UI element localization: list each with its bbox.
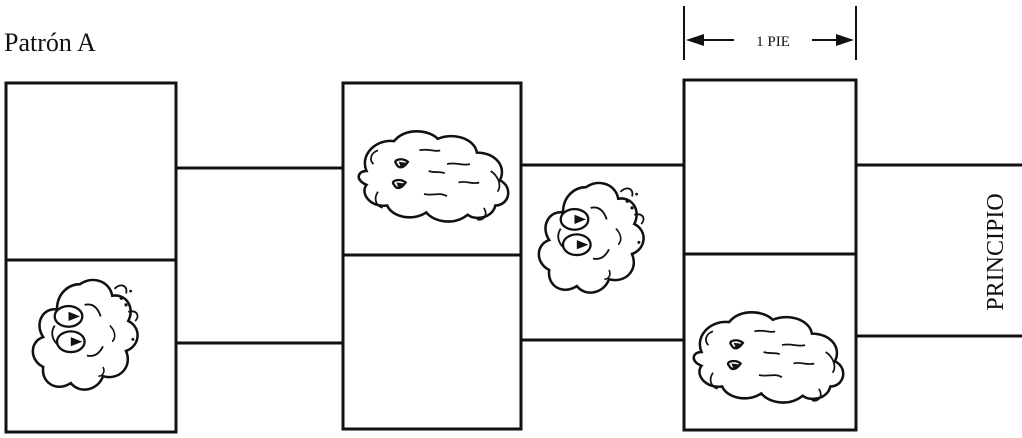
dimension-marker: [684, 6, 856, 60]
square-3-bottom: [684, 254, 856, 430]
square-2-top: [343, 83, 521, 255]
rock-icon: [694, 312, 844, 402]
dimension-label: 1 PIE: [756, 34, 790, 50]
square-1-top: [6, 83, 176, 260]
frog-icon: [539, 183, 644, 293]
start-label: PRINCIPIO: [983, 193, 1009, 310]
square-1-bottom: [6, 260, 176, 432]
square-2-bottom: [343, 255, 521, 429]
tree-icon: [359, 131, 509, 221]
frog-icon: [33, 280, 138, 390]
square-3-top: [684, 80, 856, 254]
hopscotch-grid: [6, 80, 1022, 432]
